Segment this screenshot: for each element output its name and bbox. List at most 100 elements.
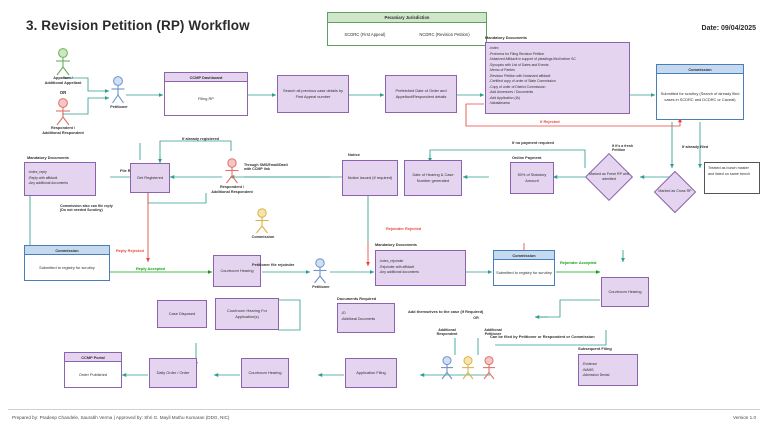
- ccmp-portal-box[interactable]: CCMP Portal Order Published: [64, 352, 122, 388]
- mandatory-top-item-9: -Add Application (IA): [489, 95, 520, 100]
- additional-respondent-figure-icon: [441, 356, 453, 380]
- get-registered-box[interactable]: Get Registered: [130, 163, 170, 193]
- if-fresh-line1: If it's a fresh: [612, 144, 634, 148]
- commission-mid-caption: Commission: [251, 235, 275, 239]
- respondent-caption-line1: Respondent /: [50, 126, 76, 130]
- if-fresh-line2: Petition: [612, 148, 626, 152]
- rejoinder-rejected-label: Rejoinder Rejected: [386, 226, 422, 231]
- commission-can-file-reply-label: Commission also can file reply (Do not n…: [60, 204, 113, 212]
- appellant-caption-line2: Additional Appellant: [44, 81, 82, 86]
- respondent-mid-line2: Additional Respondent: [211, 190, 253, 195]
- online-payment-label: Online Payment: [512, 155, 542, 160]
- if-no-payment-label: If no payment required: [512, 140, 554, 145]
- commission-registry-mid-body: Submitted to registry for scrutiny: [496, 269, 552, 275]
- mandatory-documents-top-box: -Index -Proforma for Filing Revision Pet…: [485, 42, 630, 114]
- petitioner-caption: Petitioner: [110, 105, 128, 109]
- mandatory-top-item-3: -Synopsis with List of Dates and Events: [489, 62, 549, 67]
- mandatory-top-item-8: -Add Annexures / Documents: [489, 90, 534, 95]
- mandatory-rejoinder-item-0: -Index_rejoinder: [379, 259, 404, 263]
- legend-pecuniary-jurisdiction: Pecuniary Jurisdiction SCDRC (First Appe…: [327, 12, 487, 46]
- ccmp-dashboard-box[interactable]: CCMP Dashboard Filing RP: [164, 72, 248, 116]
- legend-title: Pecuniary Jurisdiction: [328, 13, 486, 23]
- cross-rp-diamond-label: Marked as Cross RP: [658, 189, 692, 194]
- through-sms-line1: Through SMS/Email/Dasti: [244, 163, 288, 167]
- additional-petitioner-caption: Additional Petitioner: [470, 328, 516, 336]
- documents-required-item-0: -ID: [341, 311, 346, 315]
- commission-registry-left-body: Submitted to registry for scrutiny: [39, 264, 95, 270]
- commission-registry-mid-box[interactable]: Commission Submitted to registry for scr…: [493, 250, 555, 286]
- respondent-figure-icon: [56, 98, 70, 126]
- legend-to: NCDRC (Revision Petition): [419, 31, 470, 37]
- additional-petitioner-line1: Additional: [484, 328, 502, 332]
- commission-can-file-line2: (Do not needed Scrutiny): [60, 208, 103, 212]
- respondent-mid-figure-icon: [225, 158, 239, 184]
- commission-registry-mid-title: Commission: [494, 251, 554, 260]
- add-themselves-label: Add themselves to the case (If Required): [408, 309, 484, 314]
- respondent-mid-caption: Respondent / Additional Respondent: [186, 185, 278, 195]
- subsequent-filing-item-2: -Admission Denial: [582, 373, 610, 378]
- petitioner-mid-figure-icon: [313, 258, 327, 284]
- courtroom-hearing-right-box[interactable]: Courtroom Hearing: [601, 277, 649, 307]
- commission-scrutiny-top-title: Commission: [657, 65, 743, 74]
- fresh-rp-diamond-label: Marked as Fresh RP and admitted: [589, 171, 629, 181]
- commission-scrutiny-top-box[interactable]: Commission Submitted for scrutiny (Searc…: [656, 64, 744, 120]
- commission-figure-icon: [255, 208, 269, 234]
- mandatory-documents-rejoinder-title: Mandatory Documents: [375, 242, 417, 247]
- mandatory-documents-top-title: Mandatory Documents: [485, 35, 527, 40]
- if-fresh-petition-label: If it's a fresh Petition: [612, 144, 633, 152]
- or-label-bottom: OR: [473, 316, 479, 320]
- if-already-registered-label: If already registered: [182, 136, 219, 141]
- mandatory-documents-reply-title: Mandatory Documents: [27, 155, 69, 160]
- ccmp-dashboard-title: CCMP Dashboard: [165, 73, 247, 82]
- subsequent-filing-title: Subsequent Filing: [578, 346, 612, 351]
- file-reply-label: File Reply: [120, 168, 138, 173]
- mandatory-top-item-0: -Index: [489, 46, 499, 50]
- respondent-caption: Respondent / Additional Respondent: [10, 126, 116, 136]
- prefetched-details-box[interactable]: Prefetched Date of Order and Appellant/R…: [385, 75, 457, 113]
- search-previous-case-box[interactable]: Search all previous case details by Firs…: [277, 75, 349, 113]
- appellant-caption-line1: Appellant /: [53, 76, 73, 80]
- mandatory-top-item-10: -Vakalatnama: [489, 101, 510, 106]
- through-sms-label: Through SMS/Email/Dasti with CCMP link: [244, 163, 288, 171]
- online-payment-box[interactable]: 50% of Statutory Amount: [510, 162, 554, 194]
- petitioner-file-rejoinder-label: Petitioner file rejoinder: [252, 262, 295, 267]
- documents-required-box: -ID -Additional Documents: [337, 303, 395, 333]
- additional-respondent-line2: Respondent: [436, 332, 458, 336]
- appellant-caption: Appellant / Additional Appellant: [18, 76, 108, 86]
- respondent-mid-line1: Respondent /: [219, 185, 245, 189]
- mandatory-top-item-6: -Certified copy of order of State Commis…: [489, 79, 556, 84]
- ccmp-portal-title: CCMP Portal: [65, 353, 121, 362]
- documents-required-title: Documents Required: [337, 296, 377, 301]
- rejoinder-accepted-label: Rejoinder Accepted: [560, 260, 597, 265]
- mandatory-documents-reply-box: -Index_reply -Reply with affidavit -Any …: [24, 162, 96, 196]
- mandatory-top-item-5: -Revision Petition with Notarized affida…: [489, 73, 551, 78]
- mandatory-reply-item-0: -Index_reply: [28, 170, 47, 174]
- mandatory-top-item-7: -Copy of order of District Commission: [489, 84, 546, 89]
- commission-can-file-line1: Commission also can file reply: [60, 204, 113, 208]
- courtroom-hearing-applications-box[interactable]: Courtroom Hearing For Application(s): [215, 298, 279, 330]
- if-already-filed-label: If already filed: [682, 144, 709, 149]
- petitioner-figure-icon: [111, 76, 125, 104]
- mandatory-documents-rejoinder-box: -Index_rejoinder -Rejoinder with affidav…: [375, 250, 466, 286]
- date-label: Date: 09/04/2025: [701, 25, 756, 32]
- notice-label: Notice: [348, 152, 360, 157]
- mandatory-rejoinder-item-2: -Any additional documents: [379, 270, 419, 275]
- bunch-master-note-box: Treated as bunch master and listed on sa…: [704, 162, 760, 194]
- commission-registry-left-title: Commission: [25, 246, 109, 255]
- notice-issued-box[interactable]: Notice issued (If required): [342, 160, 398, 196]
- additional-petitioner-figure-icon: [483, 356, 495, 380]
- daily-order-box[interactable]: Daily Order / Order: [149, 358, 197, 388]
- subsequent-filing-box: -Evidence -WAMS -Admission Denial: [578, 354, 638, 386]
- footer-prepared-by: Prepared by: Pradeep Chandele, Saurabh V…: [12, 415, 230, 420]
- commission-bottom-figure-icon: [462, 356, 474, 380]
- application-filing-box[interactable]: Application Filing: [345, 358, 397, 388]
- commission-registry-left-box[interactable]: Commission Submitted to registry for scr…: [24, 245, 110, 281]
- courtroom-hearing-left-box[interactable]: Courtroom Hearing: [213, 255, 261, 287]
- case-disposed-box[interactable]: Case Disposed: [157, 300, 207, 328]
- appellant-figure-icon: [56, 48, 70, 76]
- courtroom-hearing-bottom-box[interactable]: Courtroom Hearing: [241, 358, 289, 388]
- subsequent-filing-item-0: -Evidence: [582, 362, 598, 366]
- date-of-hearing-box[interactable]: Date of Hearing & Case Number generated: [404, 160, 462, 196]
- subsequent-filing-item-1: -WAMS: [582, 367, 594, 372]
- mandatory-rejoinder-item-1: -Rejoinder with affidavit: [379, 264, 415, 269]
